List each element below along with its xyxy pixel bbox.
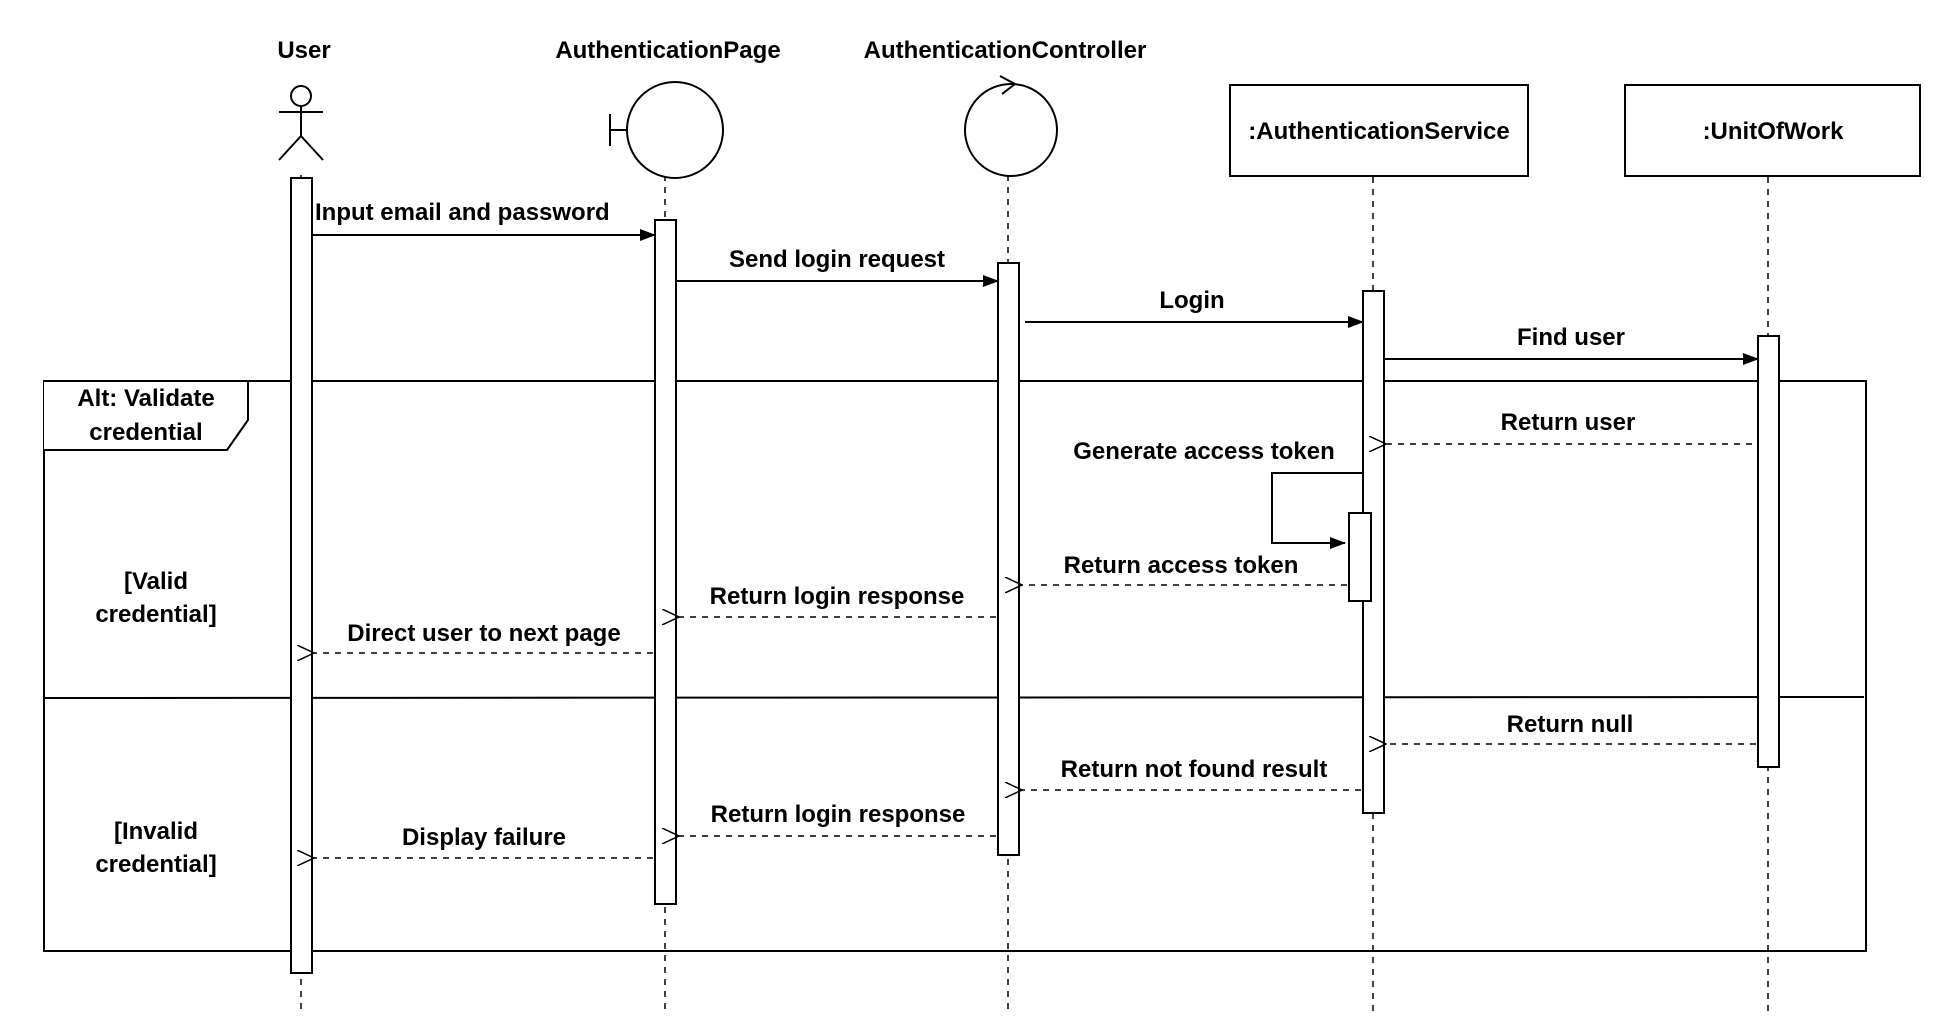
guard-invalid: credential] <box>95 851 216 878</box>
participant-authentication-page: AuthenticationPage <box>555 37 781 179</box>
message-label: Send login request <box>729 246 945 273</box>
fragment-divider <box>43 696 1865 699</box>
alt-fragment: Alt: Validate credential [Valid credenti… <box>43 380 1867 952</box>
message-send-login-request: Send login request <box>676 246 999 287</box>
participant-label: :AuthenticationService <box>1248 118 1509 145</box>
participant-label: AuthenticationPage <box>555 37 780 64</box>
participant-authentication-service: :AuthenticationService <box>1229 84 1529 177</box>
message-label: Direct user to next page <box>347 620 620 647</box>
message-return-login-response-failure: Return login response <box>679 801 996 836</box>
activation-bar <box>997 262 1020 856</box>
message-label: Login <box>1159 287 1224 314</box>
participant-label: :UnitOfWork <box>1703 118 1845 145</box>
guard-valid: credential] <box>95 601 216 628</box>
boundary-icon <box>609 81 724 179</box>
message-label: Return login response <box>711 801 966 828</box>
message-display-failure: Display failure <box>314 824 653 858</box>
message-generate-access-token: Generate access token <box>1073 438 1363 549</box>
message-input-credentials: Input email and password <box>312 199 656 241</box>
fragment-label: credential <box>89 419 202 446</box>
activation-bar <box>290 177 313 974</box>
message-return-access-token: Return access token <box>1022 552 1347 585</box>
message-return-user: Return user <box>1386 409 1752 444</box>
participant-label: AuthenticationController <box>864 37 1147 64</box>
activation-bar <box>1348 512 1372 602</box>
participant-unit-of-work: :UnitOfWork <box>1624 84 1921 177</box>
message-login: Login <box>1025 287 1364 328</box>
message-label: Input email and password <box>315 199 610 226</box>
actor-icon <box>278 85 324 161</box>
participant-label: User <box>277 37 330 64</box>
participant-user: User <box>277 37 331 161</box>
fragment-tag <box>44 380 249 451</box>
fragment-frame <box>43 380 1867 952</box>
message-label: Display failure <box>402 824 566 851</box>
message-return-null: Return null <box>1386 711 1756 744</box>
lifelines <box>300 175 1769 1015</box>
message-label: Return login response <box>710 583 965 610</box>
object-box <box>1624 84 1921 177</box>
message-label: Return not found result <box>1061 756 1328 783</box>
fragment-label: Alt: Validate <box>77 385 214 412</box>
guard-invalid: [Invalid <box>114 818 198 845</box>
activation-bar <box>654 219 677 905</box>
message-find-user: Find user <box>1384 324 1759 365</box>
message-label: Find user <box>1517 324 1625 351</box>
message-label: Return user <box>1501 409 1636 436</box>
message-label: Return access token <box>1064 552 1299 579</box>
message-label: Return null <box>1507 711 1634 738</box>
object-box <box>1229 84 1529 177</box>
activations <box>290 177 1780 974</box>
activation-bar <box>1757 335 1780 768</box>
control-icon <box>964 75 1058 177</box>
guard-valid: [Valid <box>124 568 188 595</box>
message-return-not-found: Return not found result <box>1022 756 1361 790</box>
message-direct-user-next-page: Direct user to next page <box>314 620 653 653</box>
message-label: Generate access token <box>1073 438 1334 465</box>
message-return-login-response: Return login response <box>679 583 996 617</box>
participant-authentication-controller: AuthenticationController <box>864 37 1147 177</box>
